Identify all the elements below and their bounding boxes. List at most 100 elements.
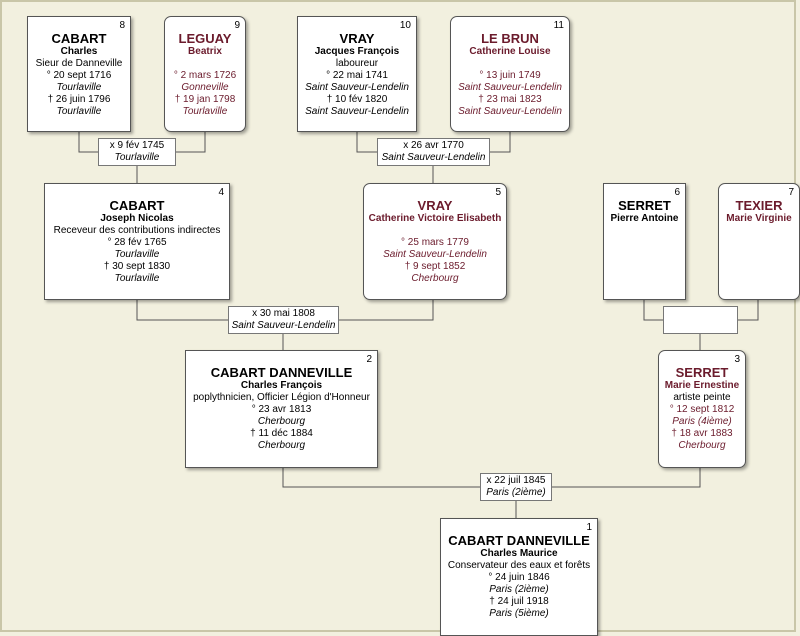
person-given-name: Marie Ernestine <box>664 380 740 391</box>
person-given-name: Charles Maurice <box>480 548 558 559</box>
birth-date: ° 22 mai 1741 <box>326 70 388 81</box>
death-date: † 18 avr 1883 <box>671 428 733 439</box>
person-occupation: laboureur <box>335 58 379 69</box>
birth-place: Saint Sauveur-Lendelin <box>383 249 487 260</box>
person-number: 3 <box>734 354 740 365</box>
person-given-name: Marie Virginie <box>726 213 792 224</box>
birth-place: Cherbourg <box>257 416 306 427</box>
person-number: 1 <box>586 522 592 533</box>
person-surname: VRAY <box>417 198 453 213</box>
death-date: † 10 fév 1820 <box>326 94 388 105</box>
person-surname: SERRET <box>675 365 729 380</box>
person-surname: CABART <box>109 198 165 213</box>
person-occupation: artiste peinte <box>673 392 731 403</box>
person-number: 8 <box>119 20 125 31</box>
union-box-2-3[interactable]: x 22 juil 1845 Paris (2ième) <box>480 473 552 501</box>
person-card-11[interactable]: 11 LE BRUN Catherine Louise ° 13 juin 17… <box>450 16 570 132</box>
marriage-date: x 9 fév 1745 <box>109 140 165 151</box>
marriage-place: Saint Sauveur-Lendelin <box>231 320 336 331</box>
person-number: 6 <box>674 187 680 198</box>
person-card-2[interactable]: 2 CABART DANNEVILLE Charles François pop… <box>185 350 378 468</box>
marriage-place: Tourlaville <box>114 152 160 163</box>
connector-11 <box>490 132 511 153</box>
person-number: 9 <box>234 20 240 31</box>
person-given-name: Catherine Victoire Elisabeth <box>368 213 502 224</box>
death-date: † 24 juil 1918 <box>489 596 549 607</box>
birth-place: Saint Sauveur-Lendelin <box>458 82 562 93</box>
birth-date: ° 25 mars 1779 <box>401 237 469 248</box>
birth-date: ° 23 avr 1813 <box>251 404 312 415</box>
death-place: Tourlaville <box>56 106 102 117</box>
union-box-8-9[interactable]: x 9 fév 1745 Tourlaville <box>98 138 176 166</box>
birth-place: Saint Sauveur-Lendelin <box>305 82 409 93</box>
connector-3 <box>552 468 701 488</box>
person-number: 5 <box>495 187 501 198</box>
marriage-place: Saint Sauveur-Lendelin <box>381 152 486 163</box>
person-surname: VRAY <box>339 31 375 46</box>
person-given-name: Charles François <box>240 380 323 391</box>
marriage-date: x 30 mai 1808 <box>252 308 315 319</box>
death-place: Paris (5ième) <box>489 608 549 619</box>
marriage-place: Paris (2ième) <box>486 487 546 498</box>
person-card-9[interactable]: 9 LEGUAY Beatrix ° 2 mars 1726 Gonnevill… <box>164 16 246 132</box>
marriage-date: x 22 juil 1845 <box>486 475 546 486</box>
connector-8 <box>78 132 98 153</box>
death-date: † 11 déc 1884 <box>250 428 313 439</box>
person-surname: LEGUAY <box>178 31 232 46</box>
death-date: † 19 jan 1798 <box>174 94 236 105</box>
birth-place: Paris (4ième) <box>672 416 732 427</box>
person-surname: CABART DANNEVILLE <box>210 365 353 380</box>
birth-place: Paris (2ième) <box>489 584 549 595</box>
union-box-4-5[interactable]: x 30 mai 1808 Saint Sauveur-Lendelin <box>228 306 339 334</box>
birth-place: Gonneville <box>181 82 229 93</box>
connector-4 <box>136 300 228 321</box>
death-place: Saint Sauveur-Lendelin <box>458 106 562 117</box>
person-number: 2 <box>366 354 372 365</box>
marriage-date: x 26 avr 1770 <box>403 140 464 151</box>
birth-place: Tourlaville <box>114 249 160 260</box>
person-card-7[interactable]: 7 TEXIER Marie Virginie <box>718 183 800 300</box>
connector-6 <box>643 300 663 321</box>
union-box-10-11[interactable]: x 26 avr 1770 Saint Sauveur-Lendelin <box>377 138 490 166</box>
birth-date: ° 28 fév 1765 <box>107 237 167 248</box>
person-given-name: Beatrix <box>188 46 222 57</box>
person-number: 10 <box>399 20 411 31</box>
death-date: † 30 sept 1830 <box>103 261 171 272</box>
connector-7 <box>738 300 759 321</box>
birth-place: Tourlaville <box>56 82 102 93</box>
death-place: Tourlaville <box>114 273 160 284</box>
birth-date: ° 2 mars 1726 <box>173 70 237 81</box>
union-box-6-7[interactable] <box>663 306 738 334</box>
person-card-8[interactable]: 8 CABART Charles Sieur de Danneville ° 2… <box>27 16 131 132</box>
person-occupation: poplythnicien, Officier Légion d'Honneur <box>193 392 370 403</box>
person-surname: CABART DANNEVILLE <box>448 533 590 548</box>
person-surname: CABART <box>51 31 107 46</box>
person-card-10[interactable]: 10 VRAY Jacques François laboureur ° 22 … <box>297 16 417 132</box>
person-card-1[interactable]: 1 CABART DANNEVILLE Charles Maurice Cons… <box>440 518 598 636</box>
birth-date: ° 24 juin 1846 <box>488 572 550 583</box>
person-card-6[interactable]: 6 SERRET Pierre Antoine <box>603 183 686 300</box>
person-number: 4 <box>218 187 224 198</box>
connector-2 <box>282 468 480 488</box>
death-place: Cherbourg <box>411 273 459 284</box>
person-card-5[interactable]: 5 VRAY Catherine Victoire Elisabeth ° 25… <box>363 183 507 300</box>
person-occupation: Conservateur des eaux et forêts <box>447 560 591 571</box>
person-given-name: Joseph Nicolas <box>100 213 174 224</box>
person-card-3[interactable]: 3 SERRET Marie Ernestine artiste peinte … <box>658 350 746 468</box>
birth-date: ° 13 juin 1749 <box>479 70 541 81</box>
person-number: 11 <box>553 20 564 31</box>
death-place: Cherbourg <box>257 440 306 451</box>
death-place: Tourlaville <box>182 106 228 117</box>
person-surname: LE BRUN <box>481 31 539 46</box>
connector-10 <box>356 132 377 153</box>
connector-9 <box>176 132 206 153</box>
death-place: Cherbourg <box>678 440 726 451</box>
person-given-name: Pierre Antoine <box>610 213 679 224</box>
death-date: † 26 juin 1796 <box>47 94 111 105</box>
person-card-4[interactable]: 4 CABART Joseph Nicolas Receveur des con… <box>44 183 230 300</box>
birth-date: ° 12 sept 1812 <box>669 404 735 415</box>
person-occupation: Sieur de Danneville <box>35 58 123 69</box>
birth-date: ° 20 sept 1716 <box>46 70 112 81</box>
